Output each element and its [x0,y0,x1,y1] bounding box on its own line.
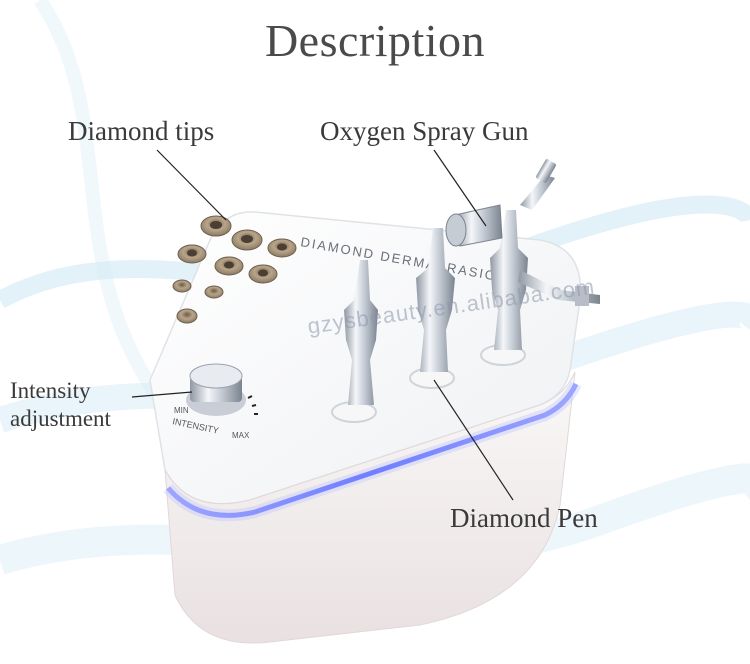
page-title: Description [264,15,486,66]
oxygen-spray-gun [445,159,600,306]
label-oxygen-spray-gun: Oxygen Spray Gun [320,116,529,146]
diamond-pen-holders [331,344,526,423]
callout-lines [131,149,514,501]
label-diamond-tips: Diamond tips [68,116,215,146]
intensity-knob[interactable] [186,363,258,416]
knob-min-label: MIN [174,406,189,415]
diamond-tips [172,215,297,324]
label-diamond-pen: Diamond Pen [450,503,598,533]
label-intensity-adjustment: Intensity adjustment [10,378,111,431]
diamond-pen [344,210,528,405]
knob-max-label: MAX [232,431,250,440]
